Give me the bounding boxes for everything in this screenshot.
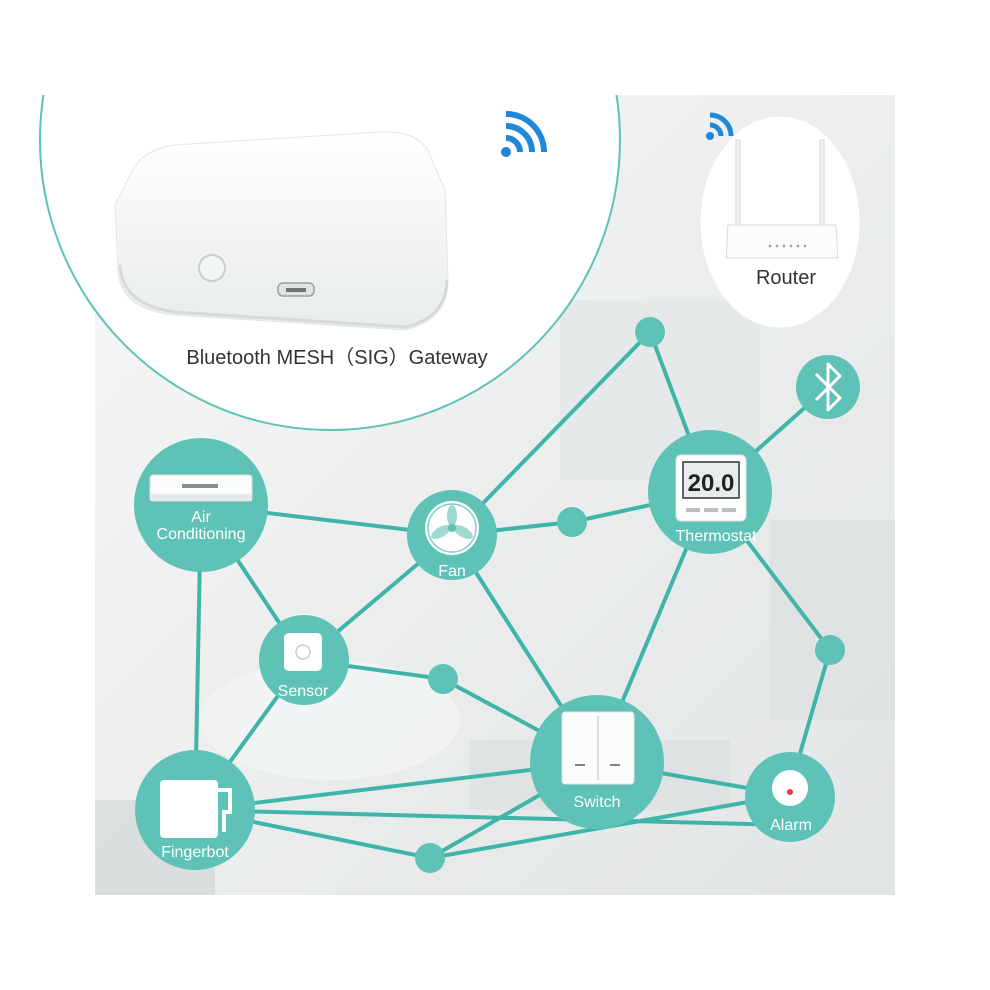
bluetooth-icon	[814, 362, 842, 412]
node-sensor: Sensor	[259, 615, 349, 705]
gateway-device	[114, 131, 449, 331]
fingerbot-icon	[160, 780, 232, 838]
node-thermostat: 20.0 Thermostat	[648, 430, 772, 554]
sensor-label: Sensor	[278, 683, 329, 700]
alarm-label: Alarm	[770, 817, 812, 834]
node-air-conditioning: Air Conditioning	[134, 438, 268, 572]
relay-node	[557, 507, 587, 537]
alarm-icon	[772, 770, 808, 806]
fan-icon	[425, 501, 479, 555]
router-label: Router	[756, 267, 816, 289]
air-conditioning-label-1: Air	[191, 509, 211, 526]
node-alarm: Alarm	[745, 752, 835, 842]
air-conditioning-label-2: Conditioning	[157, 526, 246, 543]
router-device	[725, 139, 839, 259]
wifi-icon	[706, 112, 734, 140]
relay-node	[815, 635, 845, 665]
relay-node	[635, 317, 665, 347]
relay-node	[428, 664, 458, 694]
air-conditioner-icon	[149, 474, 253, 502]
relay-nodes	[415, 317, 845, 873]
router-panel: Router	[699, 112, 861, 329]
thermostat-device: 20.0	[675, 454, 747, 522]
node-fingerbot: Fingerbot	[135, 750, 255, 870]
switch-icon	[561, 711, 635, 785]
gateway-label: Bluetooth MESH（SIG）Gateway	[186, 346, 487, 369]
switch-label: Switch	[573, 794, 620, 811]
gateway-panel: Bluetooth MESH（SIG）Gateway	[0, 0, 990, 431]
thermostat-label: Thermostat	[676, 528, 757, 545]
fingerbot-label: Fingerbot	[161, 844, 229, 861]
bluetooth-node	[796, 355, 860, 419]
node-fan: Fan	[407, 490, 497, 580]
thermostat-display: 20.0	[688, 470, 735, 497]
wifi-icon	[501, 111, 547, 157]
fan-label: Fan	[438, 563, 466, 580]
relay-node	[415, 843, 445, 873]
node-switch: Switch	[530, 695, 664, 829]
sensor-icon	[284, 633, 322, 671]
